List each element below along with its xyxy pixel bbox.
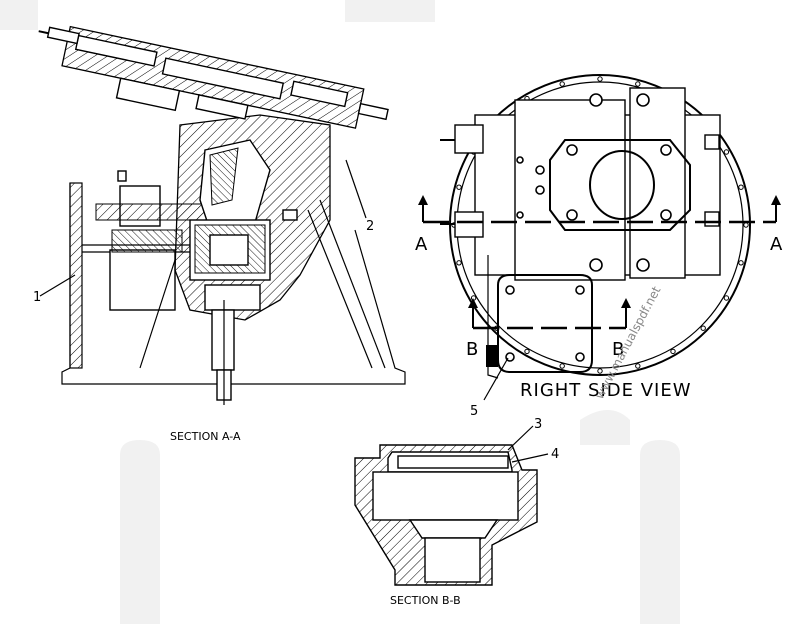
section-bb-drawing <box>354 444 538 586</box>
leader-line-5 <box>483 357 509 401</box>
cut-line-bb <box>468 298 631 330</box>
background-shading <box>0 0 680 624</box>
flange-bolt-hole <box>597 368 603 374</box>
callout-5: 5 <box>470 404 478 419</box>
flange-bolt-hole <box>738 260 744 266</box>
callout-1: 1 <box>33 290 41 305</box>
callout-2: 2 <box>366 219 374 234</box>
callout-4: 4 <box>551 447 559 462</box>
flange-bolt-hole <box>743 222 749 228</box>
section-aa-drawing <box>38 25 406 405</box>
cut-label-a-left: A <box>415 234 428 255</box>
flange-bolt-hole <box>723 295 730 301</box>
flange-bolt-hole <box>559 363 565 369</box>
flange-bolt-hole <box>723 149 730 155</box>
section-bb-label: SECTION B-B <box>390 594 461 607</box>
right-side-view-drawing <box>440 74 751 379</box>
flange-bolt-hole <box>456 260 462 266</box>
right-side-view-label: RIGHT SIDE VIEW <box>520 380 692 401</box>
flange-bolt-hole <box>738 184 744 190</box>
flange-bolt-hole <box>559 81 565 87</box>
leader-lines-aa <box>39 159 367 297</box>
flange-bolt-hole <box>456 184 462 190</box>
section-aa-label: SECTION A-A <box>170 430 241 443</box>
cut-label-b-left: B <box>466 339 478 360</box>
flange-bolt-hole <box>635 363 641 369</box>
cut-label-b-right: B <box>612 339 624 360</box>
flange-bolt-hole <box>524 348 530 355</box>
leader-lines-bb <box>507 425 549 463</box>
flange-bolt-hole <box>700 325 706 331</box>
cut-line-aa <box>418 195 781 224</box>
flange-bolt-hole <box>635 81 641 87</box>
callout-3: 3 <box>534 417 542 432</box>
flange-bolt-hole <box>670 348 676 355</box>
flange-bolt-hole <box>597 76 603 82</box>
cut-label-a-right: A <box>770 234 783 255</box>
